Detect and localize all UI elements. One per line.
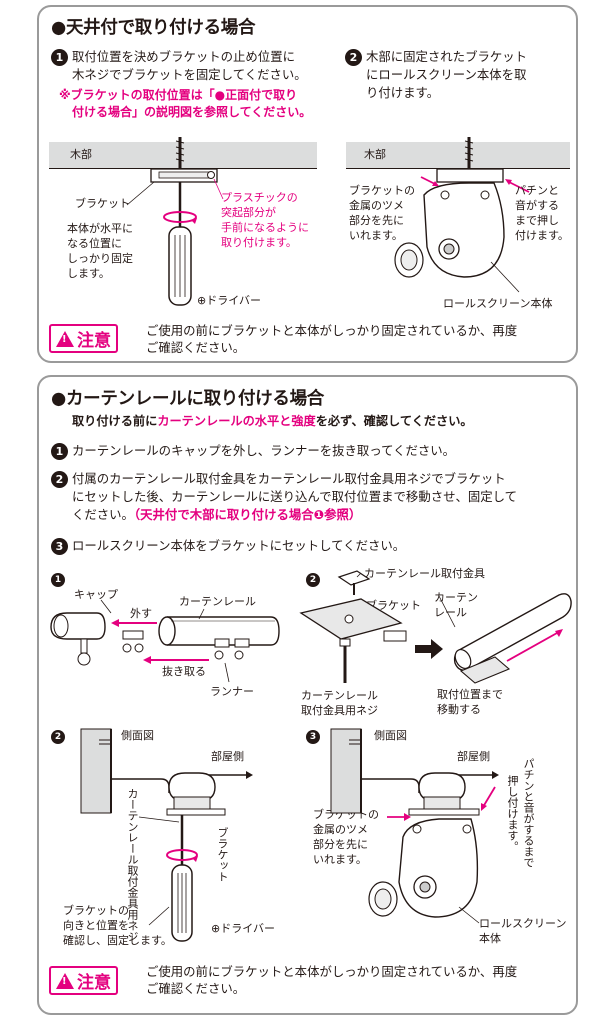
snap-note-2: 音がする	[515, 199, 559, 212]
roll-screen-body-label: ロールスクリーン本体	[443, 297, 553, 310]
rail-cap-illustration	[50, 599, 280, 683]
step-2-line-1: 2 付属のカーテンレール取付金具をカーテンレール取付金具用ネジでブラケット	[51, 470, 506, 488]
step-number: 1	[51, 443, 68, 460]
driver-label: ⊕ドライバー	[211, 922, 275, 935]
step-1: 1 カーテンレールのキャップを外し、ランナーを抜き取ってください。	[51, 442, 455, 460]
warning-icon	[56, 972, 74, 989]
figure-number: 1	[51, 573, 65, 587]
rail-label: カーテンレール	[179, 595, 256, 608]
intro-text: 取り付ける前にカーテンレールの水平と強度を必ず、確認してください。	[72, 414, 473, 428]
bracket-label: ブラケット	[75, 197, 130, 210]
plastic-note-4: 取り付けます。	[221, 236, 297, 249]
section-curtain-rail-mount: ●カーテンレールに取り付ける場合 取り付ける前にカーテンレールの水平と強度を必ず…	[37, 375, 578, 1015]
step-1-line-1: 1 取付位置を決めブラケットの止め位置に	[51, 48, 295, 66]
room-side-label: 部屋側	[457, 750, 490, 763]
section-title: ●カーテンレールに取り付ける場合	[51, 389, 324, 409]
bracket-label: ブラケット	[366, 599, 421, 612]
side-view-attach-illustration	[330, 728, 499, 924]
caution-badge: 注意	[49, 324, 118, 353]
claw-note-4: いれます。	[349, 229, 403, 242]
snap-note-4: 付けます。	[515, 229, 569, 242]
step-2-line-2: にセットした後、カーテンレールに送り込んで取付位置まで移動させ、固定して	[72, 489, 518, 504]
screw-label-2: 取付金具用ネジ	[301, 704, 378, 717]
claw-note-1: ブラケットの	[313, 808, 379, 821]
bracket-vertical-label: ブラケット	[216, 827, 229, 882]
section-title: ●天井付で取り付ける場合	[51, 18, 256, 38]
caution-line-1: ご使用の前にブラケットと本体がしっかり固定されているか、再度	[146, 323, 518, 338]
step-1-note-2: 付ける場合」の説明図を参照してください。	[72, 105, 312, 119]
figure-number: 2	[306, 573, 320, 587]
wood-label: 木部	[70, 148, 92, 161]
move-label-1: 取付位置まで	[437, 688, 503, 701]
driver-label: ⊕ドライバー	[197, 294, 261, 307]
claw-note-1: ブラケットの	[349, 184, 415, 197]
rail-label-1: カーテン	[434, 591, 478, 604]
cap-label: キャップ	[74, 588, 118, 601]
step-2-line-3: ください。（天井付で木部に取り付ける場合❶参照）	[72, 507, 362, 522]
snap-note-1: パチンと	[515, 184, 559, 197]
level-note-3: しっかり固定	[67, 252, 133, 265]
room-side-label: 部屋側	[211, 750, 244, 763]
level-note-2: なる位置に	[67, 237, 122, 250]
step-number: 2	[345, 49, 362, 66]
step-2-line-3: り付けます。	[366, 85, 440, 100]
body-label-2: 本体	[479, 932, 501, 945]
side-view-screw-illustration	[80, 728, 253, 942]
step-3: 3 ロールスクリーン本体をブラケットにセットしてください。	[51, 537, 405, 555]
snap-vertical-label-1: パチンと音がするまで	[522, 758, 535, 868]
claw-note-2: 金属のツメ	[349, 199, 404, 212]
wood-label: 木部	[364, 148, 386, 161]
claw-note-3: 部分を先に	[313, 838, 368, 851]
claw-note-3: 部分を先に	[349, 214, 404, 227]
remove-label: 外す	[130, 607, 152, 620]
section-ceiling-mount: ●天井付で取り付ける場合 1 取付位置を決めブラケットの止め位置に 木ネジでブラ…	[37, 5, 578, 363]
roll-screen-attach-illustration	[394, 137, 530, 293]
plastic-note-1: プラスチックの	[221, 191, 298, 204]
step-number: 2	[51, 471, 68, 488]
step-2-line-2: にロールスクリーン本体を取	[366, 67, 527, 82]
body-label-1: ロールスクリーン	[479, 917, 567, 930]
step-1-line-2: 木ネジでブラケットを固定してください。	[72, 67, 307, 82]
side-view-label: 側面図	[374, 729, 407, 742]
figure-number: 3	[306, 730, 320, 744]
step-2-line-1: 2 木部に固定されたブラケット	[345, 48, 527, 66]
bracket-install-illustration	[126, 137, 224, 306]
rail-label-2: レール	[434, 606, 467, 619]
claw-note-2: 金属のツメ	[313, 823, 368, 836]
caution-badge: 注意	[49, 966, 118, 995]
fitting-assembly-illustration	[299, 570, 572, 684]
step-1-note-1: ※ブラケットの取付位置は「●正面付で取り	[59, 88, 298, 102]
check-note-1: ブラケットの	[63, 904, 129, 917]
level-note-1: 本体が水平に	[67, 222, 133, 235]
runner-label: ランナー	[210, 685, 254, 698]
caution-line-2: ご確認ください。	[146, 981, 246, 996]
plastic-note-2: 突起部分が	[221, 206, 276, 219]
caution-line-2: ご確認ください。	[146, 340, 246, 355]
snap-note-3: まで押し	[515, 214, 559, 227]
step-number: 1	[51, 49, 68, 66]
level-note-4: します。	[67, 267, 110, 280]
claw-note-4: いれます。	[313, 853, 367, 866]
figure-number: 2	[51, 730, 65, 744]
snap-vertical-label-2: 押し付けます。	[506, 775, 519, 852]
side-view-label: 側面図	[121, 729, 154, 742]
caution-line-1: ご使用の前にブラケットと本体がしっかり固定されているか、再度	[146, 964, 518, 979]
warning-icon	[56, 330, 74, 347]
fitting-label: カーテンレール取付金具	[364, 567, 485, 580]
check-note-2: 向きと位置を	[63, 919, 129, 932]
check-note-3: 確認し、固定します。	[63, 934, 172, 947]
screw-label-1: カーテンレール	[301, 689, 378, 702]
plastic-note-3: 手前になるように	[221, 221, 309, 234]
pull-label: 抜き取る	[162, 665, 206, 678]
step-number: 3	[51, 538, 68, 555]
move-label-2: 移動する	[437, 703, 481, 716]
screw-vertical-label: カーテンレール取付金具用ネジ	[126, 788, 139, 942]
